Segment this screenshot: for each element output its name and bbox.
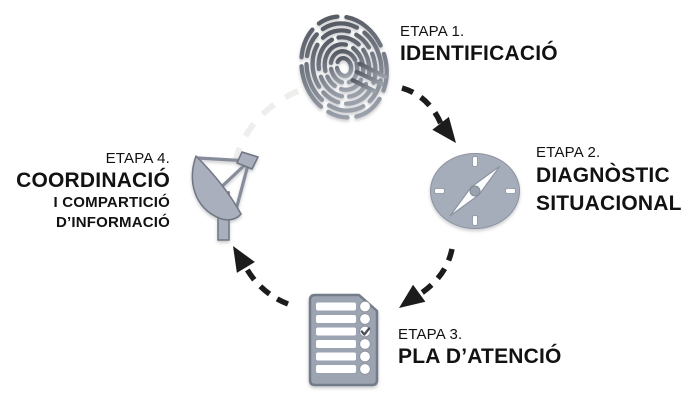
arc-etapa4-to-etapa1 <box>232 88 300 163</box>
stage-2-title-line2: SITUACIONAL <box>536 192 682 215</box>
stage-1-label: ETAPA 1. <box>400 23 465 40</box>
stage-3-title: PLA D’ATENCIÓ <box>398 345 562 368</box>
satellite-dish-icon <box>191 151 260 241</box>
fingerprint-ridges <box>299 14 389 120</box>
arrow-dashes <box>242 264 290 307</box>
stage-2-diagnostic-situacional: ETAPA 2. DIAGNÒSTIC SITUACIONAL <box>536 143 682 218</box>
compass-pivot <box>469 185 481 197</box>
stage-1-title: IDENTIFICACIÓ <box>400 42 558 65</box>
fingerprint-icon <box>299 14 389 120</box>
checklist-circles <box>359 300 371 375</box>
arrow-etapa1-to-etapa2 <box>401 85 456 143</box>
stage-1-identificacio: ETAPA 1. IDENTIFICACIÓ <box>400 22 558 67</box>
stage-3-label: ETAPA 3. <box>398 326 463 343</box>
stage-4-coordinacio: ETAPA 4. COORDINACIÓ I COMPARTICIÓ D’INF… <box>16 149 170 233</box>
stage-2-title-line1: DIAGNÒSTIC <box>536 164 670 187</box>
dish-feed-horn <box>235 151 260 170</box>
dish-reflector <box>191 155 242 221</box>
stage-4-label: ETAPA 4. <box>105 150 170 167</box>
checklist-lines <box>316 302 356 373</box>
arrow-dashes <box>401 85 444 126</box>
arrow-etapa2-to-etapa3 <box>399 248 455 308</box>
compass-icon <box>430 153 520 229</box>
checklist-document-icon <box>308 293 379 387</box>
arrow-dashes <box>415 248 455 299</box>
arrow-etapa3-to-etapa4 <box>233 246 290 307</box>
arrowhead-icon <box>399 284 426 308</box>
arrowhead-icon <box>233 246 255 273</box>
compass-ticks <box>434 156 516 226</box>
stage-4-subtitle-line2: D’INFORMACIÓ <box>55 214 170 231</box>
arrowhead-icon <box>432 116 456 143</box>
stage-3-pla-atencio: ETAPA 3. PLA D’ATENCIÓ <box>398 325 562 370</box>
checkmark-icon <box>360 327 371 336</box>
stage-4-subtitle-line1: I COMPARTICIÓ <box>53 194 170 211</box>
stage-4-title: COORDINACIÓ <box>16 169 170 192</box>
stage-2-label: ETAPA 2. <box>536 144 601 161</box>
